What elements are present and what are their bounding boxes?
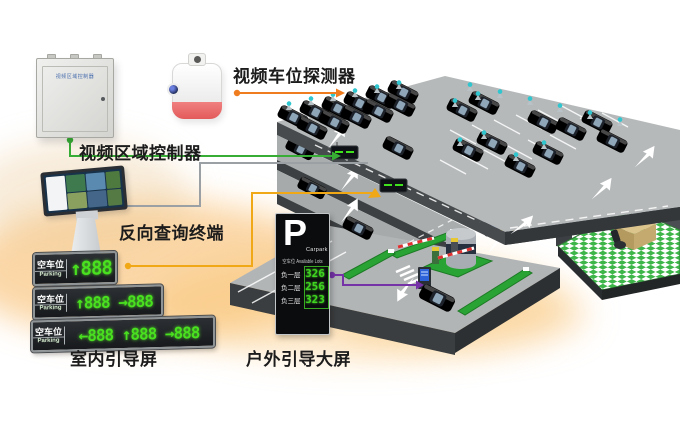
controller-door xyxy=(42,66,108,132)
kiosk-sidebar xyxy=(45,175,68,212)
panel-led-digits: ↑888 →888 xyxy=(75,291,153,313)
outdoor-guidance-sign: P Carpark 空车位 Available Lots 负一层 326 负二层… xyxy=(275,212,330,335)
connector-lines xyxy=(66,88,424,290)
controller-connector xyxy=(69,140,332,157)
hanging-led-sign xyxy=(379,175,408,193)
query-kiosk-screen xyxy=(40,165,128,217)
office-chair xyxy=(610,229,626,249)
label-video-area-controller: 视频区域控制器 xyxy=(79,144,202,163)
video-space-detector xyxy=(172,63,222,119)
label-video-space-detector: 视频车位探测器 xyxy=(233,67,356,86)
kiosk-connector xyxy=(124,162,368,207)
ticket-machine xyxy=(432,238,458,264)
sign-row: 负三层 323 xyxy=(281,293,327,306)
sign-row: 负二层 256 xyxy=(281,280,327,293)
sign-brand: Carpark xyxy=(306,247,328,253)
panel-connector xyxy=(128,192,372,267)
panel-subtitle: Parking xyxy=(37,337,60,345)
video-area-controller: 视频区域控制器 xyxy=(36,54,114,138)
panel-subtitle: Parking xyxy=(39,305,62,312)
camera-lens-icon xyxy=(167,83,180,96)
sign-row: 负一层 326 xyxy=(281,267,327,280)
floor-label: 负三层 xyxy=(281,297,301,305)
floor-count: 323 xyxy=(305,293,325,306)
sign-connector xyxy=(332,274,416,286)
sign-floor-rows: 负一层 326 负二层 256 负三层 323 xyxy=(281,266,329,309)
detector-red-band xyxy=(172,102,222,119)
floor-label: 负一层 xyxy=(281,271,301,279)
panel-led-digits: ↑888 xyxy=(70,256,112,280)
panel-subtitle: Parking xyxy=(39,270,62,278)
label-indoor-screens: 室内引导屏 xyxy=(70,350,158,369)
barrier-gate xyxy=(397,236,475,260)
mount-hole xyxy=(194,56,201,63)
zebra-crossing xyxy=(395,264,423,286)
label-outdoor-screen: 户外引导大屏 xyxy=(246,350,351,369)
detector-mount xyxy=(188,53,206,66)
panel-led-digits: ←888 ↑888 →888 xyxy=(78,322,200,345)
keyhole xyxy=(101,97,105,101)
sign-subtitle: 空车位 Available Lots xyxy=(282,259,323,265)
controller-box-label: 视频区域控制器 xyxy=(55,74,95,80)
parking-p-icon: P xyxy=(283,212,308,253)
floor-count: 256 xyxy=(305,280,325,293)
floor-count: 326 xyxy=(305,267,325,280)
label-query-kiosk: 反向查询终端 xyxy=(119,224,224,243)
floor-label: 负二层 xyxy=(281,284,301,292)
